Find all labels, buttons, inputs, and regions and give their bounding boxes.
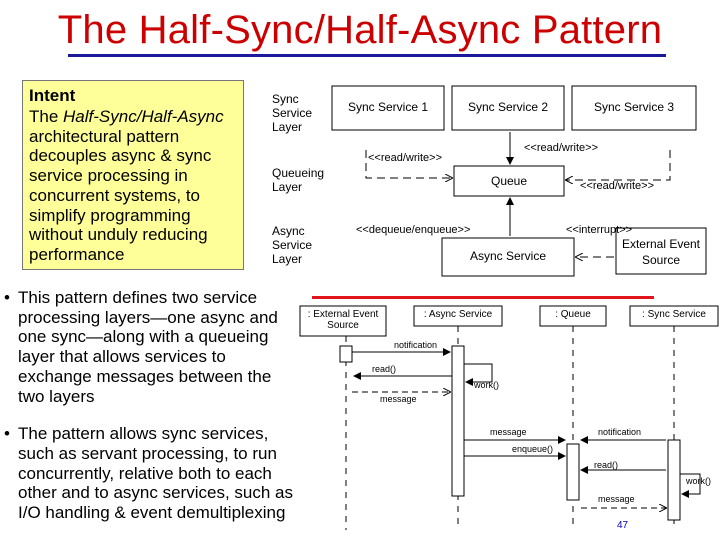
sync-service-3-label: Sync Service 3 — [593, 100, 675, 114]
title-underline — [68, 54, 666, 57]
sync-service-2-box — [451, 85, 565, 131]
bullet-item: • The pattern allows sync services, such… — [4, 424, 294, 523]
bullet-list: • This pattern defines two service proce… — [4, 288, 294, 540]
sync-service-3-box — [571, 85, 697, 131]
intent-pattern-name: The Half-Sync/Half-Async — [29, 107, 224, 126]
seq-msg-label: message — [380, 394, 417, 404]
bullet-dot-icon: • — [4, 288, 10, 307]
sync-service-1-box — [331, 85, 445, 131]
page-number: 47 — [617, 520, 629, 531]
msg-work — [464, 363, 493, 386]
activation-async — [451, 345, 465, 497]
layer-label-async: Async Service Layer — [272, 224, 313, 266]
bullet-dot-icon: • — [4, 424, 10, 444]
sync-service-2-label: Sync Service 2 — [467, 100, 549, 114]
activation-external — [339, 345, 353, 363]
seq-msg-label: work() — [686, 476, 711, 486]
bullet-text: This pattern defines two service process… — [18, 288, 278, 406]
seq-obj-external: : External Event Source — [307, 309, 379, 331]
seq-obj-async: : Async Service — [423, 309, 493, 320]
async-service-box — [441, 237, 575, 277]
activation-queue — [566, 443, 580, 501]
seq-msg-label: message — [490, 427, 527, 437]
stereotype-read-write-left: <<read/write>> — [368, 152, 442, 164]
stereotype-read-write-top: <<read/write>> — [524, 142, 598, 154]
seq-obj-queue: : Queue — [555, 309, 591, 320]
bullet-item: • This pattern defines two service proce… — [4, 288, 294, 406]
external-source-box — [615, 227, 707, 275]
layer-label-queueing: Queueing Layer — [272, 166, 325, 194]
activation-sync — [667, 439, 681, 521]
seq-msg-label: read() — [372, 364, 397, 374]
slide-title: The Half-Sync/Half-Async Pattern — [57, 8, 663, 52]
async-service-label: Async Service — [469, 249, 547, 263]
seq-obj-sync: : Sync Service — [642, 309, 706, 320]
intent-box: Intent The Half-Sync/Half-Async architec… — [22, 80, 244, 270]
msg-work-2 — [680, 473, 701, 498]
rw-left-connector — [365, 150, 452, 178]
intent-body: architectural pattern decouples async & … — [29, 126, 212, 264]
external-source-label: External Event Source — [621, 237, 701, 267]
sync-service-1-label: Sync Service 1 — [347, 100, 429, 114]
seq-msg-label: work() — [474, 380, 499, 390]
stereotype-interrupt: <<interrupt>> — [566, 224, 633, 236]
queue-box — [453, 165, 565, 197]
bullet-text: The pattern allows sync services, such a… — [18, 424, 293, 523]
seq-msg-label: enqueue() — [512, 444, 554, 454]
seq-msg-label: message — [598, 494, 635, 504]
rw-right-connector — [566, 150, 671, 180]
seq-msg-label: notification — [394, 340, 438, 350]
seq-msg-label: notification — [598, 427, 642, 437]
stereotype-read-write-right: <<read/write>> — [580, 180, 654, 192]
queue-label: Queue — [490, 174, 528, 188]
intent-text: The Half-Sync/Half-Async architectural p… — [29, 107, 237, 265]
intent-heading: Intent — [29, 86, 76, 105]
stereotype-dequeue-enqueue: <<dequeue/enqueue>> — [356, 224, 471, 236]
layer-label-sync: Sync Service Layer — [272, 92, 313, 134]
sequence-divider — [312, 296, 654, 299]
seq-msg-label: read() — [594, 460, 619, 470]
seq-external-source-box — [299, 305, 387, 337]
